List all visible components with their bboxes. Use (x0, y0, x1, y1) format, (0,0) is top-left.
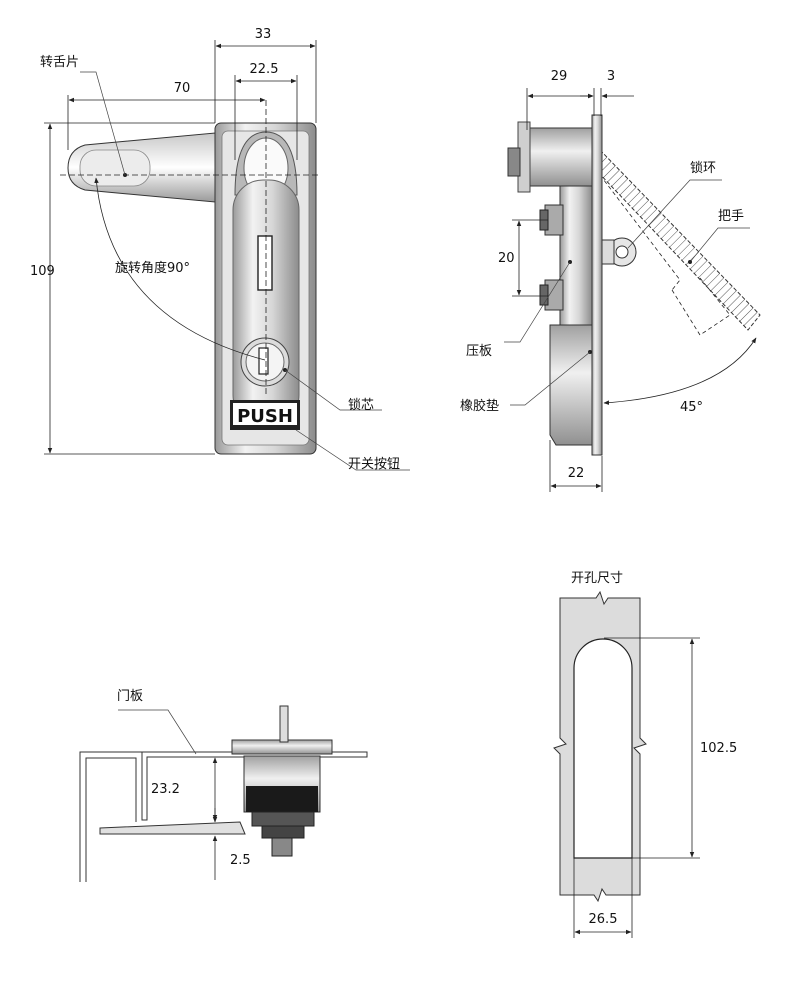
dim-23-2: 23.2 (151, 782, 180, 797)
rubber-pad-label: 橡胶垫 (460, 398, 499, 414)
dim-20: 20 (498, 251, 515, 266)
dim-33: 33 (255, 27, 272, 42)
cutout-title: 开孔尺寸 (571, 571, 623, 586)
rotation-label: 旋转角度90° (115, 260, 190, 276)
side-front-plate (591, 114, 603, 456)
lock-cylinder (527, 127, 593, 187)
front-view: PUSH 33 22.5 70 109 旋转角度90° 转舌片 锁芯 (30, 27, 410, 472)
lock-ring-label: 锁环 (690, 160, 716, 176)
switch-button-label: 开关按钮 (348, 457, 400, 472)
dim-2-5: 2.5 (230, 853, 251, 868)
tongue-label: 转舌片 (40, 55, 79, 70)
cutout-view: 开孔尺寸 102.5 26.5 (553, 571, 737, 938)
dim-29: 29 (551, 69, 568, 84)
dim-70: 70 (174, 81, 191, 96)
dim-3: 3 (607, 69, 615, 84)
install-view: 23.2 2.5 门板 (79, 689, 368, 882)
dim-102-5: 102.5 (700, 741, 737, 756)
dim-26-5: 26.5 (589, 912, 618, 927)
cutout-hole (573, 638, 633, 859)
dim-109: 109 (30, 264, 55, 279)
dim-22: 22 (568, 466, 585, 481)
door-plate-label: 门板 (117, 689, 143, 704)
lock-core-label: 锁芯 (348, 397, 374, 413)
dim-22-5: 22.5 (250, 62, 279, 77)
dim-45: 45° (680, 400, 703, 415)
handle-slot (257, 235, 273, 291)
press-plate-label: 压板 (466, 344, 492, 359)
side-view: 29 3 20 22 45° 锁环 把手 压板 橡胶垫 (460, 69, 761, 492)
handle-label: 把手 (718, 209, 744, 224)
push-label: PUSH (237, 406, 293, 427)
